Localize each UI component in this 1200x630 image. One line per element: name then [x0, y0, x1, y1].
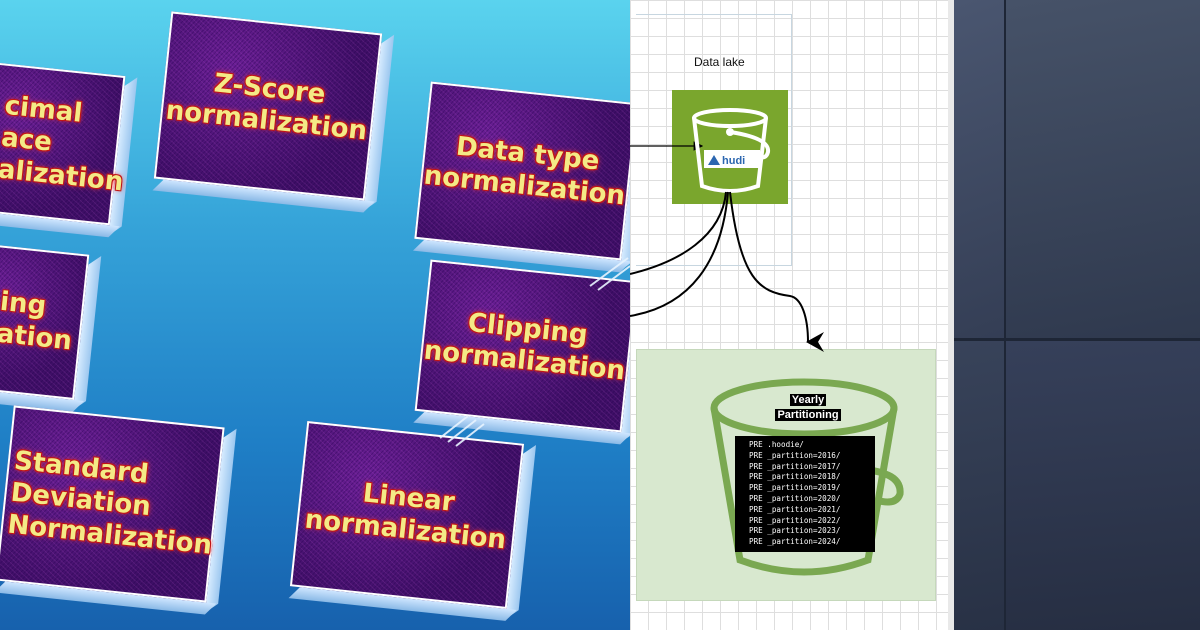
pane-top-left	[954, 0, 1004, 338]
normalization-slide: cimal ace alization Z-Score normalizatio…	[0, 0, 630, 630]
data-lake-frame	[636, 14, 792, 266]
partition-entry: PRE _partition=2023/	[749, 526, 841, 536]
partition-entry: PRE _partition=2022/	[749, 515, 841, 525]
partition-list: PRE .hoodie/ PRE _partition=2016/ PRE _p…	[735, 436, 875, 552]
partition-bucket-icon	[710, 378, 904, 576]
panel-divider	[948, 0, 954, 630]
hudi-logo: hudi	[704, 150, 760, 168]
pane-top-right	[1006, 0, 1200, 338]
pane-bottom-right	[1006, 341, 1200, 630]
dark-panel	[948, 0, 1200, 630]
diagram-canvas: hudi	[630, 108, 904, 576]
partition-entry: PRE _partition=2017/	[749, 461, 841, 471]
partition-entry: PRE _partition=2016/	[749, 450, 841, 460]
partition-entry: PRE _partition=2019/	[749, 483, 841, 493]
partition-entry: PRE _partition=2020/	[749, 493, 841, 503]
pane-bottom-left	[954, 341, 1004, 630]
connector-2	[630, 191, 729, 317]
partition-title: Yearly Partitioning	[775, 394, 841, 421]
connector-3	[729, 191, 825, 352]
svg-text:hudi: hudi	[722, 155, 745, 167]
data-lake-diagram: Data lake hudi	[630, 0, 948, 630]
connector-1	[630, 191, 727, 275]
partition-entry: PRE _partition=2018/	[749, 472, 841, 482]
data-lake-title: Data lake	[694, 55, 745, 69]
s3-bucket-icon	[692, 108, 771, 193]
partition-entry: PRE _partition=2024/	[749, 537, 841, 547]
partition-entry: PRE _partition=2021/	[749, 504, 841, 514]
connector-stripes	[439, 257, 630, 447]
partition-entry: PRE .hoodie/	[749, 440, 804, 449]
